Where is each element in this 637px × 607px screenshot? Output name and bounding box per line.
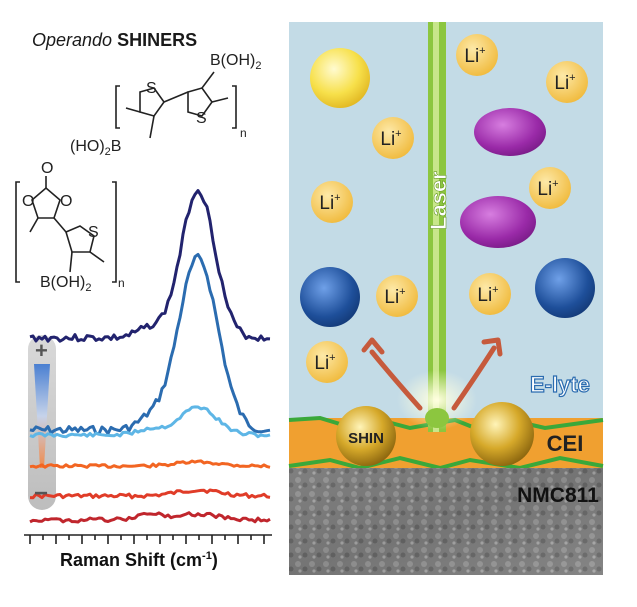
label-s-left: S	[88, 224, 99, 241]
li-ion: Li+	[311, 181, 353, 223]
nmc811-label: NMC811	[517, 484, 599, 507]
li-ion: Li+	[456, 34, 498, 76]
svg-text:Li+: Li+	[384, 286, 405, 308]
label-b-oh2-top: B(OH)2	[210, 52, 262, 73]
li-ions: Li+ Li+ Li+ Li+ Li+ Li+ Li+ Li+	[306, 34, 588, 383]
li-ion: Li+	[529, 167, 571, 209]
label-b-oh2-left: B(OH)2	[40, 274, 92, 295]
svg-text:Li+: Li+	[380, 128, 401, 150]
label-o-carbonyl: O	[41, 160, 54, 177]
svg-text:Li+: Li+	[319, 192, 340, 214]
svg-text:Li+: Li+	[537, 178, 558, 200]
purple-particle-2	[460, 196, 536, 248]
svg-text:Li+: Li+	[464, 45, 485, 67]
label-o-ring1: O	[22, 193, 35, 210]
spectrum-line	[29, 459, 271, 469]
title-bold: SHINERS	[117, 30, 198, 50]
title-italic: Operando	[32, 30, 113, 50]
x-axis-label: Raman Shift (cm-1)	[60, 550, 218, 570]
laser-beam	[428, 22, 446, 432]
spectrum-line	[29, 189, 271, 343]
label-n-top: n	[240, 126, 247, 140]
blue-particle-2	[535, 258, 595, 318]
gold-particle-bright	[310, 48, 370, 108]
spectra-lines	[29, 189, 271, 524]
svg-text:Li+: Li+	[477, 284, 498, 306]
purple-particle-1	[474, 108, 546, 156]
shin-particle-left	[336, 406, 396, 466]
electrolyte-region	[289, 22, 603, 424]
laser-label: Laser	[426, 171, 451, 230]
electrolyte-label: E-lyte	[530, 372, 590, 397]
scale-plus: +	[35, 338, 48, 363]
label-n-left: n	[118, 276, 125, 290]
figure-title: Operando SHINERS	[32, 30, 197, 51]
scatter-arrow-right	[451, 337, 503, 411]
scatter-arrow-left	[361, 337, 423, 411]
li-ion: Li+	[306, 341, 348, 383]
label-o-ring2: O	[60, 193, 73, 210]
cei-label: CEI	[547, 431, 584, 456]
li-ion: Li+	[376, 275, 418, 317]
spectrum-line	[29, 405, 271, 439]
li-ion: Li+	[546, 61, 588, 103]
nmc811-region	[289, 468, 603, 575]
cei-bottom-edge	[288, 455, 604, 471]
svg-text:Li+: Li+	[314, 352, 335, 374]
spectra-panel	[15, 71, 272, 544]
x-axis	[24, 534, 272, 544]
label-s1: S	[146, 80, 157, 97]
li-ion: Li+	[469, 273, 511, 315]
spectrum-line	[29, 252, 271, 436]
bithiophene-structure	[115, 71, 237, 139]
label-ho2b: (HO)2B	[70, 138, 122, 159]
li-ion: Li+	[372, 117, 414, 159]
scale-minus: −	[34, 480, 49, 507]
carbonate-thiophene-structure	[15, 176, 117, 283]
shin-label: SHIN	[348, 430, 384, 447]
laser-glow	[397, 370, 477, 430]
svg-text:Li+: Li+	[554, 72, 575, 94]
scale-gradient	[34, 364, 50, 468]
cei-layer	[289, 418, 603, 468]
spectrum-line	[29, 488, 271, 500]
blue-particle-1	[300, 267, 360, 327]
shin-particle-right	[470, 402, 534, 466]
label-s2: S	[196, 110, 207, 127]
spectrum-line	[29, 511, 271, 524]
cei-top-edge	[288, 415, 604, 433]
